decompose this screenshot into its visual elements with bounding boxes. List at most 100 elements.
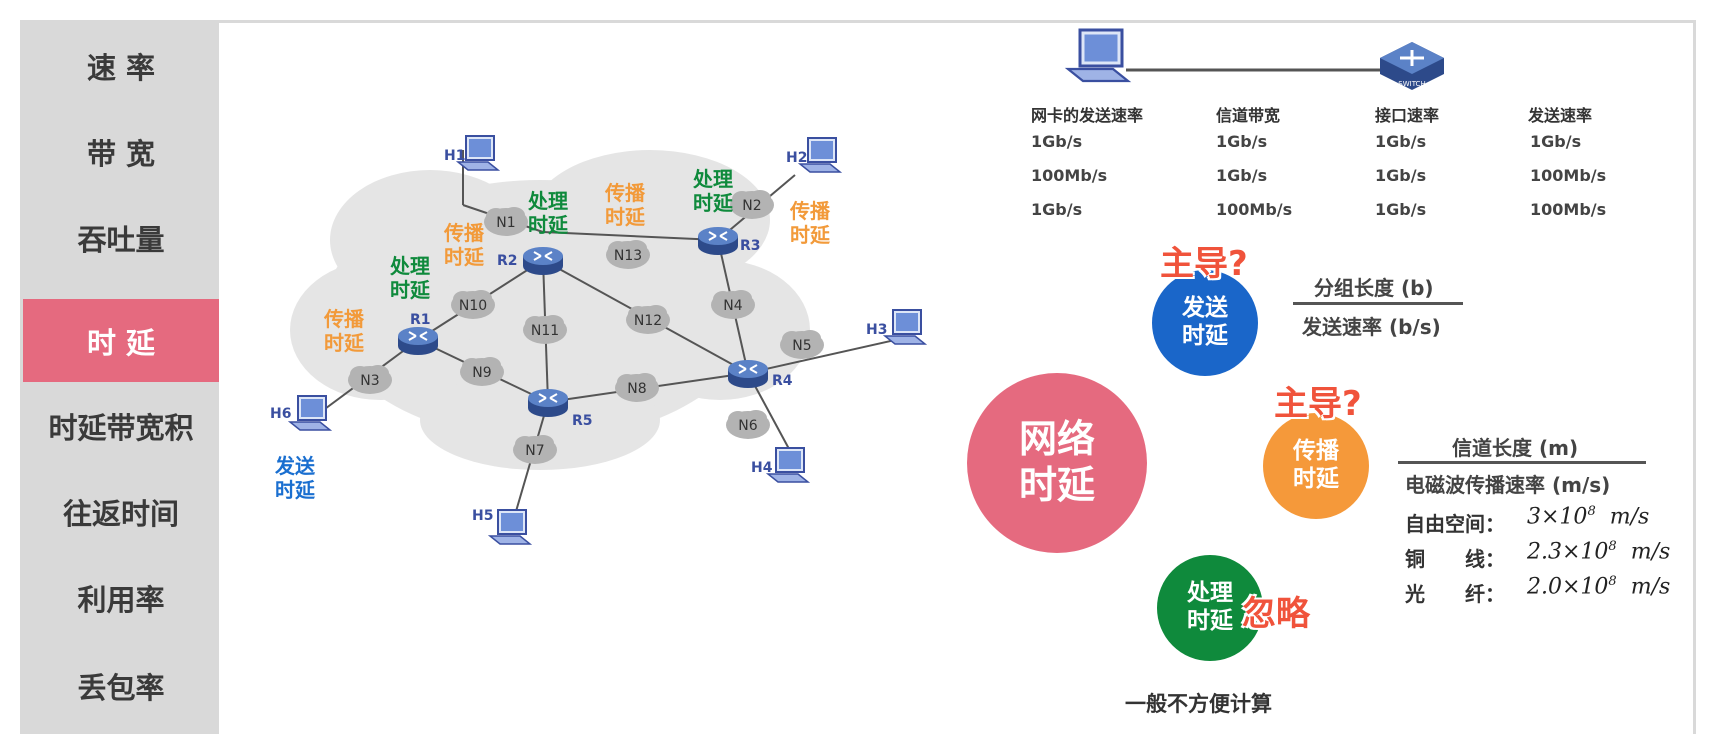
prop-formula-denominator: 电磁波传播速率 (m/s) xyxy=(1405,473,1611,497)
propagation-delay-circle: 传播 时延 xyxy=(1263,413,1369,519)
host-label: H5 xyxy=(472,508,493,524)
node-label: N2 xyxy=(742,198,761,214)
send-formula-line xyxy=(1293,302,1463,305)
router-R1: R1 xyxy=(397,312,439,356)
prop-formula-numerator: 信道长度 (m) xyxy=(1452,436,1579,460)
table-header: 接口速率 xyxy=(1375,106,1440,125)
node-label: N13 xyxy=(614,248,642,264)
laptop-icon xyxy=(1066,28,1130,83)
node-N2: N2 xyxy=(730,190,774,219)
sidebar-item-throughput[interactable]: 吞吐量 xyxy=(77,223,165,257)
fiber-label: 光 纤： xyxy=(1405,582,1505,606)
table-cell: 100Mb/s xyxy=(1530,166,1607,185)
ignore-label: 忽略 xyxy=(1242,594,1310,634)
router-label: R3 xyxy=(740,238,761,254)
sidebar: 速 率 带 宽 吞吐量 时 延 时延带宽积 往返时间 利用率 丢包率 xyxy=(23,23,219,734)
host-H6: H6 xyxy=(270,395,331,431)
host-H4: H4 xyxy=(751,447,809,483)
sidebar-item-bandwidth[interactable]: 带 宽 xyxy=(86,137,156,171)
prop-formula-line xyxy=(1398,461,1646,464)
fiber-speed: 2.0×108 m/s xyxy=(1527,574,1671,600)
node-N3: N3 xyxy=(348,365,392,394)
table-cell: 1Gb/s xyxy=(1216,166,1268,185)
node-N1: N1 xyxy=(484,207,528,236)
router-label: R5 xyxy=(572,413,593,429)
processing-delay-label-r2: 处理 时延 xyxy=(528,189,568,237)
node-label: N10 xyxy=(459,298,487,314)
router-R4: R4 xyxy=(727,359,793,389)
table-header: 发送速率 xyxy=(1528,106,1593,125)
host-H3: H3 xyxy=(866,309,926,345)
router-R2: R2 xyxy=(497,246,564,276)
table-cell: 1Gb/s xyxy=(1216,132,1268,151)
sidebar-item-packet-loss[interactable]: 丢包率 xyxy=(77,671,165,705)
node-label: N11 xyxy=(531,323,559,339)
sending-delay-circle: 发送 时延 xyxy=(1152,270,1258,376)
sidebar-item-delay[interactable]: 时 延 xyxy=(23,299,219,382)
node-N6: N6 xyxy=(726,410,770,439)
table-header: 信道带宽 xyxy=(1216,106,1281,125)
node-label: N9 xyxy=(472,365,491,381)
table-header: 网卡的发送速率 xyxy=(1031,106,1144,125)
node-label: N5 xyxy=(792,338,811,354)
table-cell: 100Mb/s xyxy=(1216,200,1293,219)
copper-label: 铜 线： xyxy=(1405,547,1505,571)
node-N4: N4 xyxy=(711,290,755,319)
node-label: N7 xyxy=(525,443,544,459)
sidebar-item-rtt[interactable]: 往返时间 xyxy=(62,497,179,531)
free-space-label: 自由空间： xyxy=(1405,512,1505,536)
propagation-delay-label-r1: 传播 时延 xyxy=(324,307,364,355)
host-label: H2 xyxy=(786,150,807,166)
node-N12: N12 xyxy=(626,305,670,334)
send-formula-denominator: 发送速率 (b/s) xyxy=(1302,315,1441,339)
network-delay-circle: 网络 时延 xyxy=(967,373,1147,553)
sidebar-item-rate[interactable]: 速 率 xyxy=(86,51,156,85)
node-label: N8 xyxy=(627,381,646,397)
table-cell: 1Gb/s xyxy=(1375,200,1427,219)
router-label: R2 xyxy=(497,253,518,269)
router-R5: R5 xyxy=(527,388,593,429)
processing-delay-circle: 处理 时延 xyxy=(1157,555,1263,661)
table-cell: 1Gb/s xyxy=(1031,200,1083,219)
router-R3: R3 xyxy=(697,226,761,256)
node-N9: N9 xyxy=(460,357,504,386)
propagation-delay-label-r2: 传播 时延 xyxy=(444,221,484,269)
table-cell: 1Gb/s xyxy=(1031,132,1083,151)
table-cell: 1Gb/s xyxy=(1375,132,1427,151)
host-label: H4 xyxy=(751,460,773,476)
propagation-delay-label-r3: 传播 时延 xyxy=(790,199,830,247)
host-label: H3 xyxy=(866,322,887,338)
node-label: N4 xyxy=(723,298,742,314)
node-N11: N11 xyxy=(523,315,567,344)
node-label: N12 xyxy=(634,313,662,329)
network-diagram: N1 N2 N3 N4 N5 N6 N7 N8 N9 N10 N11 N12 N… xyxy=(270,135,926,545)
sidebar-item-delay-bandwidth-product[interactable]: 时延带宽积 xyxy=(48,411,194,445)
table-cell: 1Gb/s xyxy=(1375,166,1427,185)
link-illustration: SWITCH xyxy=(1066,28,1444,90)
node-N7: N7 xyxy=(513,435,557,464)
node-N5: N5 xyxy=(780,330,824,359)
node-N10: N10 xyxy=(451,290,495,319)
dominant-question-propagation: 主导? xyxy=(1274,384,1362,424)
host-label: H1 xyxy=(444,148,465,164)
content-frame xyxy=(20,20,1696,734)
free-space-speed: 3×108 m/s xyxy=(1527,504,1650,530)
node-N8: N8 xyxy=(615,373,659,402)
sending-delay-label-h6: 发送 时延 xyxy=(275,454,315,502)
switch-icon: SWITCH xyxy=(1380,42,1444,90)
processing-delay-label-r3: 处理 时延 xyxy=(693,167,733,215)
host-H5: H5 xyxy=(472,508,531,545)
host-H1: H1 xyxy=(444,135,499,171)
router-label: R1 xyxy=(410,312,431,328)
host-label: H6 xyxy=(270,406,291,422)
propagation-delay-label-r2-r3: 传播 时延 xyxy=(605,181,645,229)
host-H2: H2 xyxy=(786,137,841,173)
node-label: N3 xyxy=(360,373,379,389)
sidebar-item-utilization[interactable]: 利用率 xyxy=(77,583,165,617)
node-label: N6 xyxy=(738,418,757,434)
processing-delay-label-r1: 处理 时延 xyxy=(390,254,430,302)
table-cell: 100Mb/s xyxy=(1530,200,1607,219)
node-label: N1 xyxy=(496,215,515,231)
table-cell: 1Gb/s xyxy=(1530,132,1582,151)
send-formula-numerator: 分组长度 (b) xyxy=(1314,276,1434,300)
